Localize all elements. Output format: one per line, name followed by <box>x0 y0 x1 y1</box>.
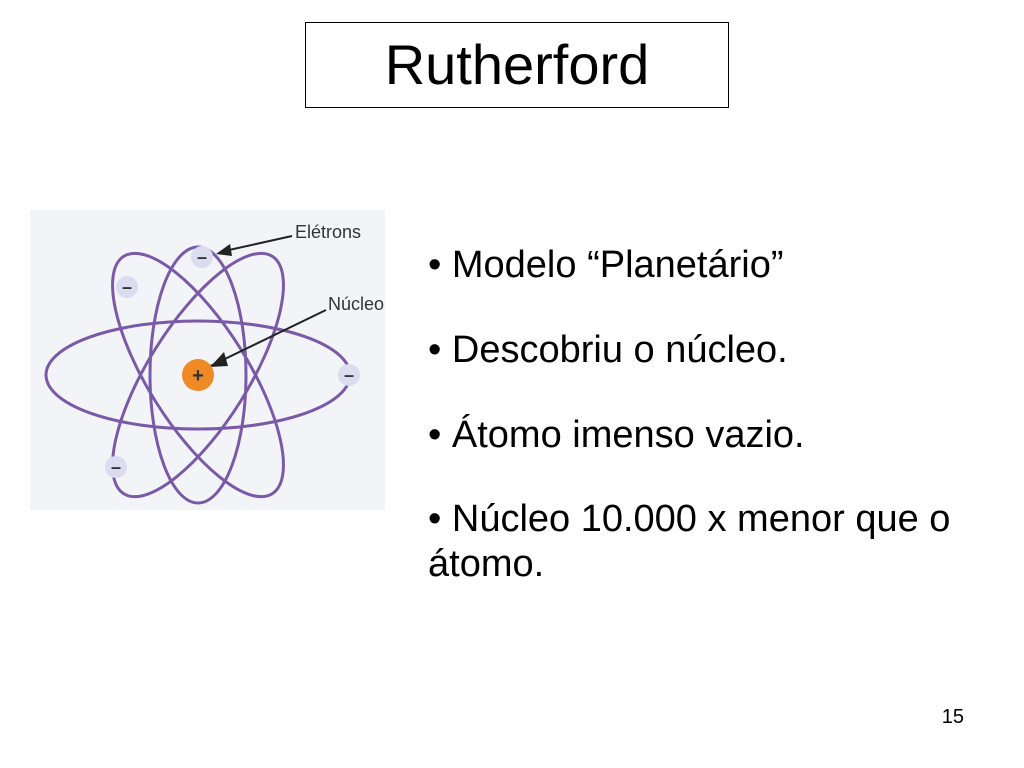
page-number: 15 <box>941 706 964 728</box>
bullet-item: Modelo “Planetário” <box>428 243 988 288</box>
electron-sign: – <box>122 277 132 297</box>
title-box: Rutherford <box>305 22 729 108</box>
atom-diagram: Elétrons Núcleo + – – – – <box>30 210 385 510</box>
electron <box>191 246 213 268</box>
nucleus-label: Núcleo <box>328 294 384 314</box>
slide-title: Rutherford <box>384 33 650 96</box>
electron <box>116 276 138 298</box>
bullet-item: Núcleo 10.000 x menor que o átomo. <box>428 497 988 587</box>
orbit-diagonal-b <box>111 251 285 499</box>
bullet-item: Descobriu o núcleo. <box>428 328 988 373</box>
nucleus <box>182 359 214 391</box>
electrons-arrowhead <box>216 244 232 256</box>
bullet-item: Átomo imenso vazio. <box>428 413 988 458</box>
electron-sign: – <box>197 247 207 267</box>
electron <box>105 456 127 478</box>
nucleus-plus: + <box>192 365 204 387</box>
nucleus-arrowhead <box>210 352 228 367</box>
electron <box>338 364 360 386</box>
orbit-diagonal-a <box>111 251 285 499</box>
electrons: – – – – <box>105 246 360 478</box>
bullet-list: Modelo “Planetário” Descobriu o núcleo. … <box>428 243 988 627</box>
electrons-label: Elétrons <box>295 222 361 242</box>
electron-sign: – <box>344 365 354 385</box>
electrons-arrow <box>219 235 293 253</box>
electron-sign: – <box>111 457 121 477</box>
